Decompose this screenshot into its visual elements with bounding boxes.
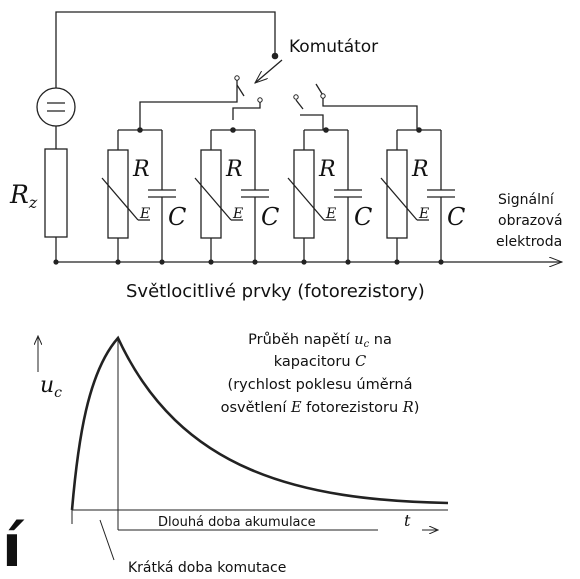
commutator-label: Komutátor <box>289 37 378 57</box>
circuit <box>36 11 562 262</box>
time-label: t <box>404 511 411 530</box>
photoresistor-cell-1: R E C <box>101 127 186 265</box>
junction-dot <box>438 259 444 265</box>
resistor-R-label: R <box>225 157 243 182</box>
junction-dot <box>301 259 307 265</box>
signal-electrode-line2: obrazová <box>498 213 563 229</box>
capacitor-C-label: C <box>168 203 186 231</box>
junction-dot <box>53 259 59 265</box>
signal-electrode-line3: elektroda <box>496 234 562 250</box>
voltage-graph <box>38 335 449 561</box>
illumination-E-label: E <box>418 206 429 222</box>
annotation-line-2: kapacitoru C <box>274 354 367 370</box>
resistor-R-label: R <box>411 157 429 182</box>
illumination-E-label: E <box>139 206 150 222</box>
stray-glyph: í <box>2 512 25 579</box>
resistor-R-label: R <box>318 157 336 182</box>
capacitor-C-label: C <box>261 203 279 231</box>
voltage-curve <box>70 335 449 511</box>
junction-dot <box>230 127 236 133</box>
contact-dots <box>234 52 326 103</box>
photoresistor-cell-4: R E C <box>380 127 465 265</box>
photoresistor-cell-2: R E C <box>194 127 279 265</box>
supply-wire <box>55 11 276 88</box>
photoresistor <box>386 149 408 239</box>
photoresistor <box>293 149 315 239</box>
junction-dot <box>208 259 214 265</box>
junction-dot <box>323 127 329 133</box>
annotation-line-4: osvětlení E fotorezistoru R) <box>221 400 420 416</box>
photoresistor <box>200 149 222 239</box>
elements-caption: Světlocitlivé prvky (fotorezistory) <box>126 281 425 302</box>
junction-dot <box>137 127 143 133</box>
load-resistor-label: Rz <box>9 180 38 212</box>
photoresistor-cell-3: R E C <box>287 127 372 265</box>
capacitor-C-label: C <box>447 203 465 231</box>
signal-electrode-line1: Signální <box>498 192 555 208</box>
illumination-E-label: E <box>232 206 243 222</box>
load-resistor <box>44 148 68 238</box>
photoresistor <box>107 149 129 239</box>
commutation-pointer <box>99 519 115 561</box>
junction-dot <box>345 259 351 265</box>
junction-dot <box>394 259 400 265</box>
junction-dot <box>115 259 121 265</box>
junction-dot <box>252 259 258 265</box>
annotation-line-1: Průběh napětí uc na <box>248 332 392 350</box>
y-axis-label: uc <box>40 373 62 401</box>
capacitor-C-label: C <box>354 203 372 231</box>
accumulation-label: Dlouhá doba akumulace <box>158 515 316 530</box>
voltage-source-icon <box>36 87 76 127</box>
curve-annotation: Průběh napětí uc na kapacitoru C (rychlo… <box>221 332 420 416</box>
commutator-arrow <box>255 59 283 83</box>
resistor-R-label: R <box>132 157 150 182</box>
junction-dot <box>416 127 422 133</box>
junction-dot <box>159 259 165 265</box>
illumination-E-label: E <box>325 206 336 222</box>
annotation-line-3: (rychlost poklesu úměrná <box>228 377 413 393</box>
commutation-label: Krátká doba komutace <box>128 560 286 576</box>
